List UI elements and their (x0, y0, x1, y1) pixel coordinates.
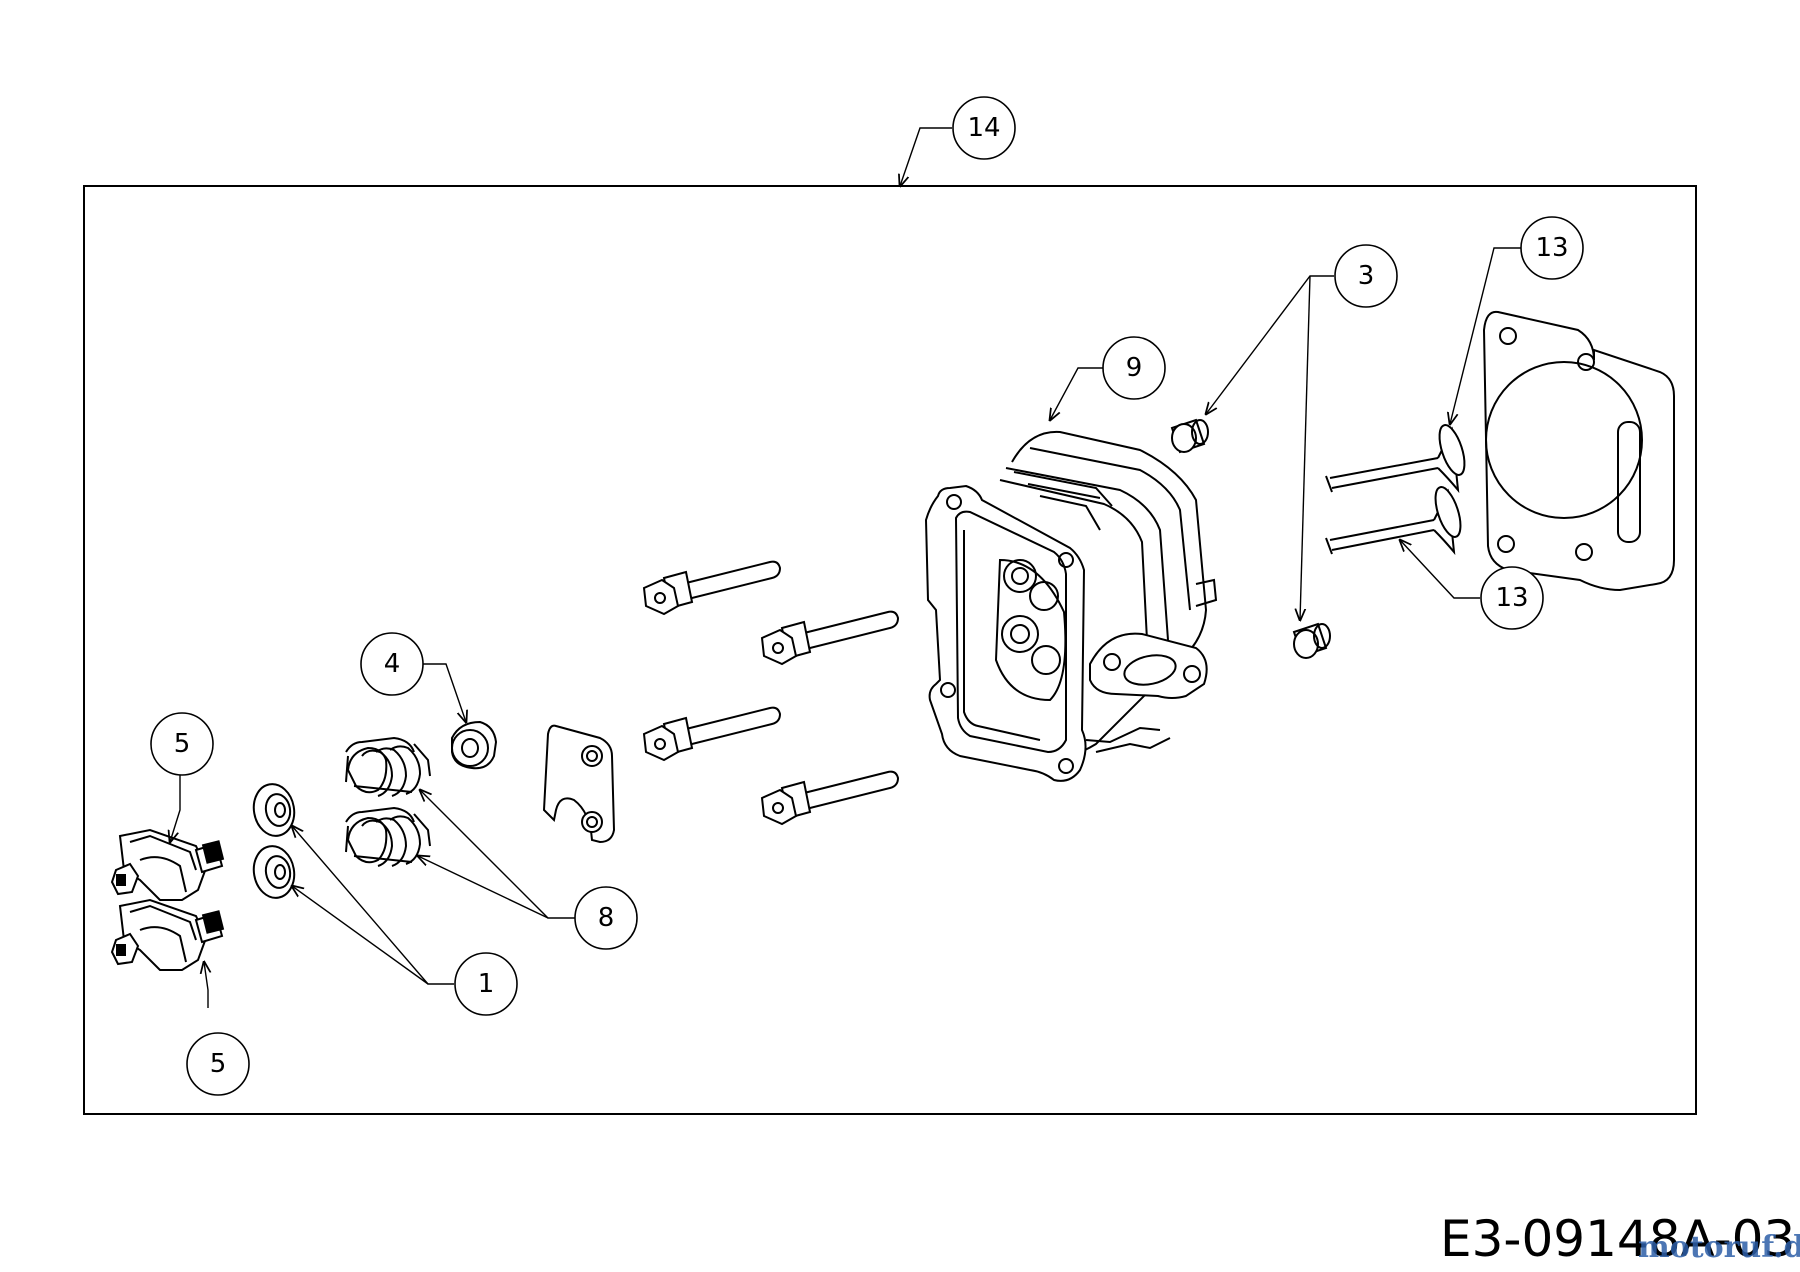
flange-bolt-2 (760, 610, 900, 666)
svg-text:13: 13 (1495, 583, 1528, 613)
push-rod-guide-plate (542, 724, 616, 844)
callout-13-upper: 13 (1520, 216, 1584, 280)
callout-1: 1 (454, 952, 518, 1016)
flange-bolt-4 (760, 770, 900, 826)
valve-spring-retainer-lower (252, 845, 296, 899)
svg-text:1: 1 (478, 969, 495, 999)
callout-4: 4 (360, 632, 424, 696)
flange-bolt-3 (642, 706, 782, 762)
dowel-pin-upper (1170, 418, 1209, 454)
valve-spring-lower (345, 806, 431, 867)
callout-13-lower: 13 (1480, 566, 1544, 630)
valve-upper (1325, 424, 1466, 494)
callout-5-upper: 5 (150, 712, 214, 776)
valve-stem-seal (451, 720, 498, 770)
callout-3: 3 (1334, 244, 1398, 308)
svg-text:5: 5 (174, 729, 191, 759)
diagram-reference-number: E3-09148A-03 (1440, 1210, 1796, 1268)
head-gasket (1482, 310, 1675, 592)
assembly-frame (83, 185, 1697, 1115)
svg-text:5: 5 (210, 1049, 227, 1079)
svg-text:8: 8 (598, 903, 615, 933)
callout-9: 9 (1102, 336, 1166, 400)
svg-text:13: 13 (1535, 233, 1568, 263)
callout-14: 14 (952, 96, 1016, 160)
valve-lower (1325, 486, 1462, 556)
svg-text:9: 9 (1126, 353, 1143, 383)
callout-5-lower: 5 (186, 1032, 250, 1096)
flange-bolt-1 (642, 560, 782, 616)
callout-8: 8 (574, 886, 638, 950)
svg-text:3: 3 (1358, 261, 1375, 291)
rocker-arm-upper (110, 828, 225, 901)
svg-text:4: 4 (384, 649, 401, 679)
rocker-arm-lower (110, 898, 225, 971)
leader-lines (170, 127, 1528, 1008)
valve-spring-retainer-upper (252, 783, 296, 837)
svg-text:14: 14 (967, 113, 1000, 143)
cylinder-head (924, 430, 1218, 782)
valve-spring-upper (345, 736, 431, 797)
dowel-pin-lower (1292, 622, 1331, 659)
watermark-logo: motoruf.de (1638, 1230, 1800, 1265)
